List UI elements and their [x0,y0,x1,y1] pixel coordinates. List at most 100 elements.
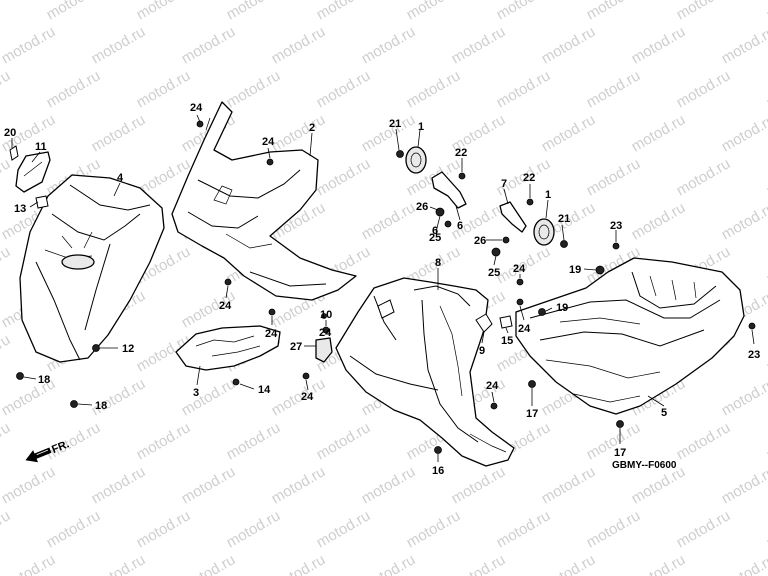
watermark-text: motod.ru [359,199,419,243]
callout-17: 17 [614,447,626,459]
watermark-text: motod.ru [134,67,194,111]
watermark-text: motod.ru [224,419,284,463]
watermark-text: motod.ru [269,375,329,419]
callout-15: 15 [501,335,513,347]
callout-25: 25 [488,267,500,279]
watermark-text: motod.ru [674,0,734,23]
watermark-text: motod.ru [44,419,104,463]
watermark-text: motod.ru [764,331,768,375]
callout-24: 24 [486,380,499,392]
callout-24: 24 [190,102,203,114]
watermark-text: motod.ru [764,507,768,551]
watermark-text: motod.ru [719,551,768,576]
part-11-reflector [9,145,51,209]
callout-9: 9 [479,345,485,357]
watermark-text: motod.ru [224,67,284,111]
callout-24: 24 [301,391,314,403]
watermark-text: motod.ru [44,507,104,551]
callout-6: 6 [432,225,438,237]
callout-17: 17 [526,408,538,420]
callout-26: 26 [416,201,428,213]
watermark-text: motod.ru [0,463,58,507]
watermark-text: motod.ru [0,23,58,67]
watermark-text: motod.ru [674,67,734,111]
watermark-text: motod.ru [314,0,374,23]
watermark-text: motod.ru [674,507,734,551]
watermark-text: motod.ru [539,111,599,155]
watermark-text: motod.ru [494,507,554,551]
watermark-text: motod.ru [134,419,194,463]
watermark-text: motod.ru [764,155,768,199]
part-5-floor-panel [515,257,745,415]
callout-10: 10 [320,309,332,321]
watermark-text: motod.ru [539,463,599,507]
watermark-text: motod.ru [89,23,149,67]
watermark-text: motod.ru [314,419,374,463]
watermark-text: motod.ru [0,155,13,199]
callout-24: 24 [518,323,531,335]
callout-26: 26 [474,235,486,247]
watermark-text: motod.ru [0,551,58,576]
watermark-text: motod.ru [404,507,464,551]
callout-22: 22 [523,172,535,184]
part-4-front-cover [19,174,165,363]
callout-1: 1 [418,121,424,133]
watermark-text: motod.ru [179,551,239,576]
watermark-text: motod.ru [269,463,329,507]
callout-18: 18 [95,400,107,412]
callout-24: 24 [513,263,526,275]
watermark-text: motod.ru [629,551,689,576]
watermark-text: motod.ru [584,67,644,111]
watermark-text: motod.ru [449,23,509,67]
watermark-text: motod.ru [539,23,599,67]
watermark-text: motod.ru [449,551,509,576]
watermark-text: motod.ru [674,419,734,463]
callout-16: 16 [432,465,444,477]
watermark-text: motod.ru [629,23,689,67]
watermark-text: motod.ru [449,463,509,507]
part-15-screw [499,315,513,329]
watermark-text: motod.ru [404,67,464,111]
watermark-text: motod.ru [269,111,329,155]
watermark-text: motod.ru [584,155,644,199]
callout-27: 27 [290,341,302,353]
callout-24: 24 [219,300,232,312]
watermark-text: motod.ru [314,155,374,199]
watermark-text: motod.ru [134,0,194,23]
fasteners [16,120,756,454]
watermark-text: motod.ru [584,507,644,551]
callout-21: 21 [389,118,401,130]
watermark-text: motod.ru [674,155,734,199]
watermark-text: motod.ru [269,551,329,576]
callout-20: 20 [4,127,16,139]
watermark-text: motod.ru [494,0,554,23]
callout-7: 7 [501,178,507,190]
callout-24: 24 [265,328,278,340]
watermark-text: motod.ru [0,507,13,551]
callout-labels: 1 1 2 3 4 5 6 6 7 8 9 10 11 12 13 14 15 … [4,102,760,477]
callout-25: 25 [429,232,441,244]
callout-14: 14 [258,384,271,396]
callout-12: 12 [122,343,134,355]
watermark-text: motod.ru [89,463,149,507]
watermark-text: motod.ru [629,199,689,243]
watermark-text: motod.ru [359,23,419,67]
part-3-bracket [175,325,281,371]
callout-19: 19 [556,302,568,314]
front-direction-arrow: FR. [25,438,71,463]
watermark-text: motod.ru [584,0,644,23]
watermark-text: motod.ru [89,551,149,576]
watermark-text: motod.ru [179,23,239,67]
watermark-text: motod.ru [44,67,104,111]
part-27-clip [315,337,333,363]
watermark-text: motod.ru [134,507,194,551]
callout-24: 24 [262,136,275,148]
watermark-text: motod.ru [0,419,13,463]
watermark-text: motod.ru [0,243,13,287]
callout-19: 19 [569,264,581,276]
callout-2: 2 [309,122,315,134]
watermark-text: motod.ru [269,23,329,67]
callout-23: 23 [748,349,760,361]
watermark-text: motod.ru [404,0,464,23]
